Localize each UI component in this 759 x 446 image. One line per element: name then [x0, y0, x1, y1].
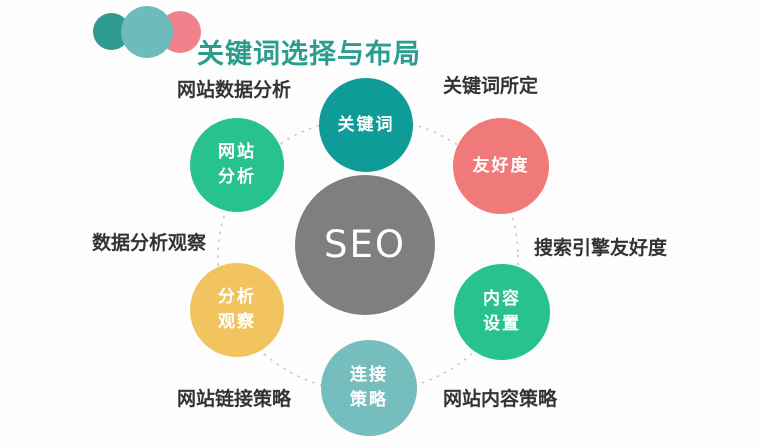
- label-site-data-analysis: 网站数据分析: [177, 79, 292, 101]
- node-seo-center: SEO: [295, 175, 435, 315]
- label-site-content-strategy: 网站内容策略: [443, 388, 558, 410]
- label-data-analysis-observe: 数据分析观察: [92, 232, 207, 254]
- label-site-link-strategy: 网站链接策略: [177, 388, 292, 410]
- node-link-strategy: 连接 策略: [321, 340, 417, 436]
- label-keyword-determined: 关键词所定: [443, 75, 539, 97]
- node-keyword: 关键词: [319, 78, 413, 172]
- node-analysis-observe: 分析 观察: [190, 263, 284, 357]
- label-search-engine-friendly: 搜索引擎友好度: [534, 237, 668, 259]
- page-title: 关键词选择与布局: [197, 39, 421, 71]
- node-site-analysis: 网站 分析: [190, 118, 284, 212]
- node-friendliness: 友好度: [453, 118, 549, 214]
- header-dot-teal-light-icon: [121, 6, 173, 58]
- node-content-setting: 内容 设置: [454, 264, 550, 360]
